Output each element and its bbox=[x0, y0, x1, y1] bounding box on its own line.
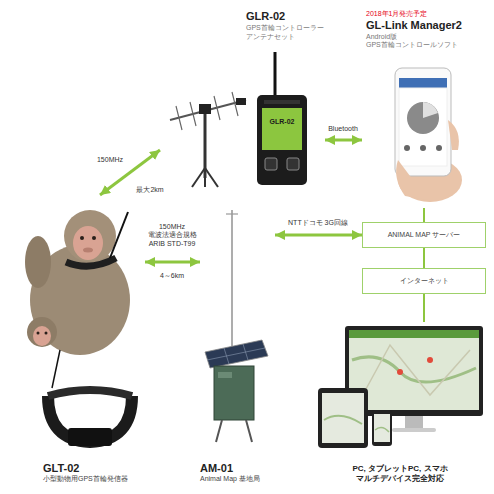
node-title: GLT-02 bbox=[43, 462, 145, 476]
node-text: Animal Map 基地局 bbox=[200, 475, 275, 484]
edge-label: NTTドコモ 3G回線 bbox=[286, 219, 350, 227]
node-title: インターネット bbox=[367, 277, 481, 286]
node-title: ANIMAL MAP サーバー bbox=[367, 231, 481, 240]
edge-label: 150MHz bbox=[95, 156, 125, 164]
edge-label: 150MHz 電波法適合規格 ARIB STD-T99 bbox=[142, 223, 202, 248]
base-station bbox=[205, 210, 268, 442]
range-label: 4～6km bbox=[158, 272, 186, 280]
controller-set: GLR-02GPS首輪コントローラー アンテナセット bbox=[160, 8, 325, 190]
link-line bbox=[423, 294, 425, 322]
software-app: 2018年1月発売予定GL-Link Manager2Android版 GPS首… bbox=[362, 8, 486, 208]
base-station-node: AM-01Animal Map 基地局 bbox=[200, 205, 275, 488]
signal-arrow bbox=[145, 261, 200, 264]
link-line bbox=[423, 208, 425, 222]
monkey bbox=[25, 210, 130, 388]
signal-arrow bbox=[100, 150, 160, 195]
node-title: GLR-02 bbox=[246, 10, 325, 24]
phone-in-hand bbox=[395, 68, 462, 202]
client-devices: PC, タブレットPC, スマホ マルチデバイス完全対応 bbox=[312, 322, 488, 488]
signal-arrow bbox=[275, 234, 362, 237]
node-text: GPS首輪コントローラー アンテナセット bbox=[246, 24, 325, 42]
range-label: 最大2km bbox=[134, 186, 165, 194]
node-text: GL-Link Manager2 bbox=[366, 19, 486, 33]
node-title: PC, タブレットPC, スマホ マルチデバイス完全対応 bbox=[322, 464, 478, 484]
edge-label: Bluetooth bbox=[326, 125, 360, 133]
node-text: Android版 GPS首輪コントロールソフト bbox=[366, 33, 486, 51]
node-title: AM-01 bbox=[200, 462, 275, 476]
device-screen-label: GLR-02 bbox=[268, 118, 297, 126]
node-text: 小型動物用GPS首輪発信器 bbox=[43, 475, 145, 484]
controller-device bbox=[257, 52, 307, 185]
collar-transmitter bbox=[48, 390, 132, 446]
collar-node: GLT-02小型動物用GPS首輪発信器 bbox=[5, 195, 145, 488]
text-group: AM-01Animal Map 基地局 bbox=[200, 462, 275, 485]
text-group: GLR-02GPS首輪コントローラー アンテナセット bbox=[246, 10, 325, 41]
text-group: 2018年1月発売予定GL-Link Manager2Android版 GPS首… bbox=[366, 10, 486, 50]
text-group: インターネット bbox=[367, 277, 481, 286]
text-group: GLT-02小型動物用GPS首輪発信器 bbox=[43, 462, 145, 485]
server-box: ANIMAL MAP サーバー bbox=[362, 222, 486, 248]
link-line bbox=[423, 248, 425, 268]
multi-devices bbox=[318, 326, 483, 448]
text-group: PC, タブレットPC, スマホ マルチデバイス完全対応 bbox=[322, 464, 478, 484]
text-group: ANIMAL MAP サーバー bbox=[367, 231, 481, 240]
internet-box: インターネット bbox=[362, 268, 486, 294]
signal-arrow bbox=[325, 139, 362, 142]
yagi-antenna bbox=[170, 92, 246, 187]
node-title: 2018年1月発売予定 bbox=[366, 10, 486, 19]
